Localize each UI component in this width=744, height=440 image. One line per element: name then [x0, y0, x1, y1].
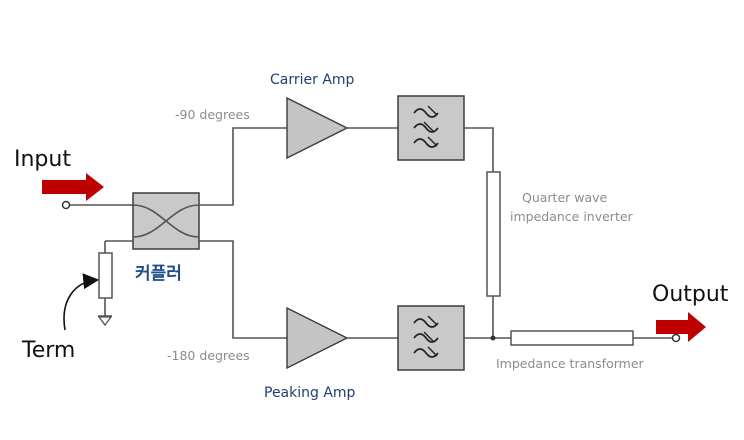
impedance-inverter-label: impedance inverter [510, 209, 634, 224]
carrier-amp-triangle [286, 96, 349, 160]
carrier-path-wire [199, 127, 287, 206]
term-pointer-arrow-icon [63, 273, 100, 331]
output-label: Output [652, 282, 729, 307]
output-arrow-icon [656, 312, 706, 342]
carrier-output-wire [464, 127, 494, 172]
term-label: Term [21, 338, 75, 363]
minus-180-label: -180 degrees [167, 348, 250, 363]
input-label: Input [14, 147, 71, 172]
impedance-transformer-label: Impedance transformer [496, 356, 645, 371]
coupler-block [132, 192, 200, 250]
combine-node [490, 335, 496, 341]
input-terminal [61, 200, 71, 210]
quarter-wave-label: Quarter wave [522, 190, 608, 205]
quarter-wave-inverter [486, 171, 501, 297]
impedance-transformer [510, 330, 634, 346]
carrier-amp-label: Carrier Amp [270, 72, 355, 88]
minus-90-label: -90 degrees [175, 107, 250, 122]
peaking-path-wire [199, 240, 287, 339]
termination-resistor [98, 240, 133, 316]
peaking-filter-block [397, 305, 465, 371]
ground-icon [97, 315, 113, 327]
carrier-filter-block [397, 95, 465, 161]
input-arrow-icon [42, 173, 104, 201]
peaking-amp-triangle [286, 306, 349, 370]
coupler-label: 커플러 [135, 264, 182, 284]
output-terminal [671, 333, 681, 343]
peaking-amp-label: Peaking Amp [264, 385, 356, 401]
